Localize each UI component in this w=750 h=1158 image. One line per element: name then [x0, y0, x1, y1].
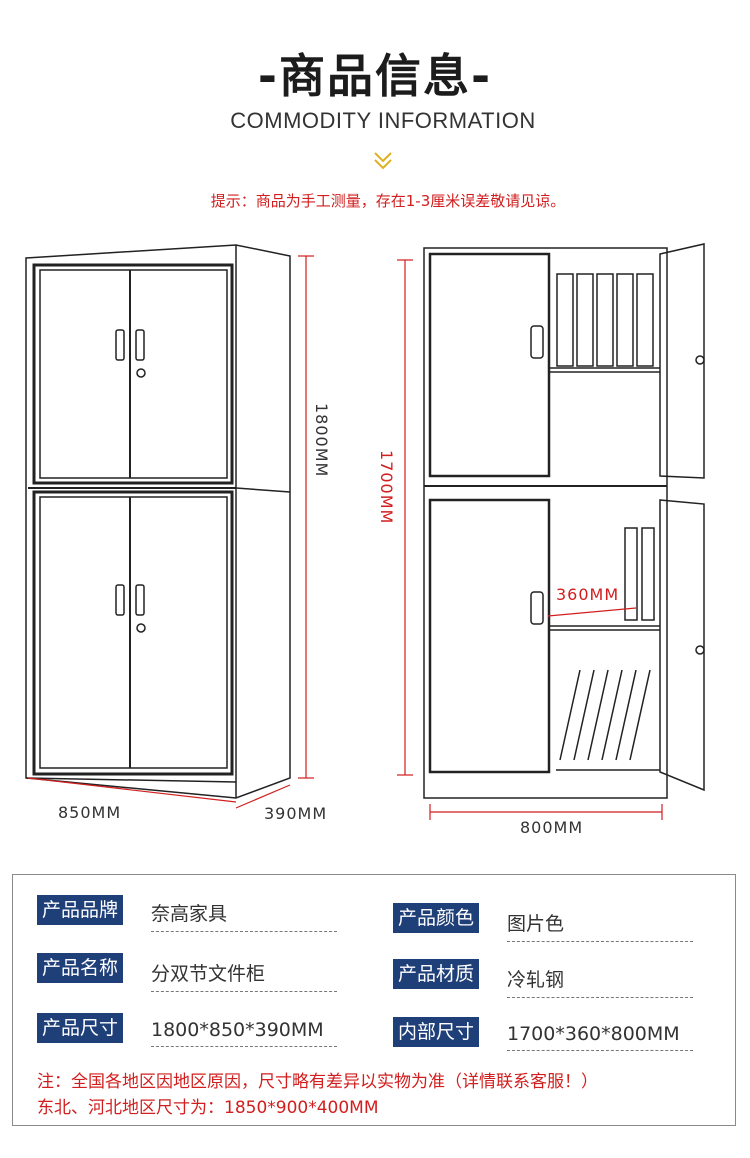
width-label-left: 850MM — [58, 803, 122, 822]
open-cabinet-drawing — [423, 243, 705, 799]
page-title: -商品信息- — [257, 49, 493, 103]
inner-size-label: 内部尺寸 — [393, 1017, 480, 1047]
brand-label: 产品品牌 — [37, 895, 124, 925]
material-label: 产品材质 — [393, 959, 480, 989]
height-label-right: 1700MM — [377, 450, 396, 525]
size-label: 产品尺寸 — [37, 1013, 124, 1043]
page-subtitle: COMMODITY INFORMATION — [230, 108, 536, 133]
color-label: 产品颜色 — [393, 903, 480, 933]
height-label-left: 1800MM — [312, 403, 331, 478]
measurement-tip: 提示：商品为手工测量，存在1-3厘米误差敬请见谅。 — [210, 192, 566, 210]
inner-depth-label: 360MM — [556, 585, 620, 604]
name-value: 分双节文件柜 — [151, 959, 337, 992]
inner-size-value: 1700*360*800MM — [507, 1023, 693, 1051]
size-note: 注：全国各地区因地区原因，尺寸略有差异以实物为准（详情联系客服！） — [37, 1072, 598, 1092]
cabinet-dimension-diagram — [25, 243, 705, 820]
region-size-note: 东北、河北地区尺寸为：1850*900*400MM — [37, 1098, 379, 1118]
product-spec-panel: 产品品牌 奈高家具 产品颜色 图片色 产品名称 分双节文件柜 产品材质 冷轧钢 … — [12, 874, 736, 1126]
material-value: 冷轧钢 — [507, 965, 693, 998]
double-chevron-down-icon — [374, 152, 392, 170]
color-value: 图片色 — [507, 909, 693, 942]
width-label-right: 800MM — [520, 818, 584, 837]
brand-value: 奈高家具 — [151, 899, 337, 932]
name-label: 产品名称 — [37, 953, 124, 983]
size-value: 1800*850*390MM — [151, 1019, 337, 1047]
depth-label-left: 390MM — [264, 804, 328, 823]
closed-cabinet-drawing — [25, 244, 291, 799]
